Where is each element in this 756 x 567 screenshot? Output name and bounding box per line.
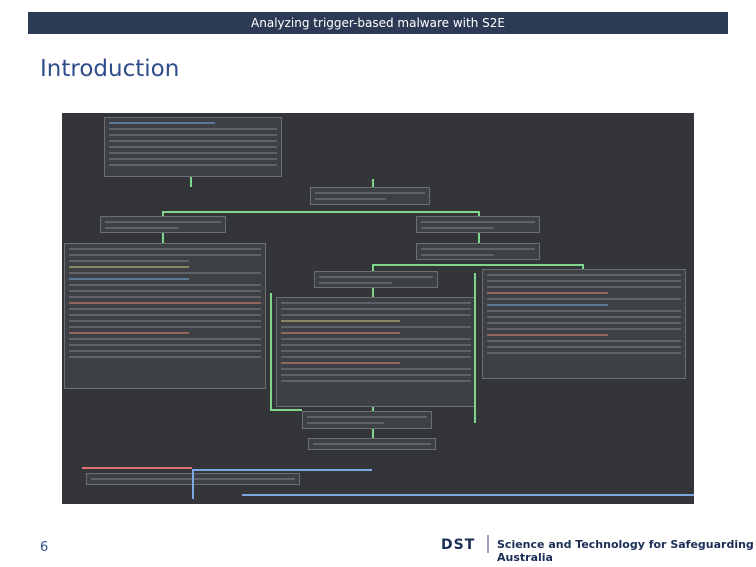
graph-edge — [372, 179, 374, 187]
graph-block-entry — [104, 117, 282, 177]
graph-edge — [372, 429, 374, 438]
graph-block-f — [302, 411, 432, 429]
graph-block-g — [308, 438, 436, 450]
graph-edge — [372, 288, 374, 297]
footer-tagline: Science and Technology for Safeguarding … — [497, 538, 754, 564]
disassembly-graph-screenshot — [62, 113, 694, 504]
slide-header: Analyzing trigger-based malware with S2E — [28, 12, 728, 34]
graph-block-d — [416, 243, 540, 260]
dst-logo: DST — [441, 537, 476, 553]
page-number: 6 — [40, 540, 49, 555]
graph-edge — [192, 469, 372, 471]
graph-edge — [270, 293, 272, 411]
graph-edge — [478, 211, 480, 216]
slide-title: Introduction — [40, 56, 180, 82]
graph-edge — [372, 264, 374, 271]
graph-block-left-large — [64, 243, 266, 389]
graph-edge — [582, 264, 584, 269]
graph-edge — [162, 211, 164, 216]
graph-edge — [242, 494, 694, 496]
graph-edge — [162, 233, 164, 243]
graph-block-c — [416, 216, 540, 233]
footer-divider — [487, 535, 489, 553]
graph-block-b — [100, 216, 226, 233]
graph-block-a — [310, 187, 430, 205]
graph-block-right-large — [482, 269, 686, 379]
graph-edge — [474, 273, 476, 423]
graph-block-e — [314, 271, 438, 288]
graph-edge — [192, 469, 194, 499]
graph-edge — [372, 407, 374, 411]
graph-edge — [190, 177, 192, 187]
graph-edge — [478, 233, 480, 243]
graph-block-center-large — [276, 297, 476, 407]
graph-edge — [162, 211, 478, 213]
graph-edge — [82, 467, 192, 469]
graph-edge — [270, 409, 302, 411]
slide-header-title: Analyzing trigger-based malware with S2E — [251, 16, 505, 30]
graph-edge — [372, 264, 582, 266]
